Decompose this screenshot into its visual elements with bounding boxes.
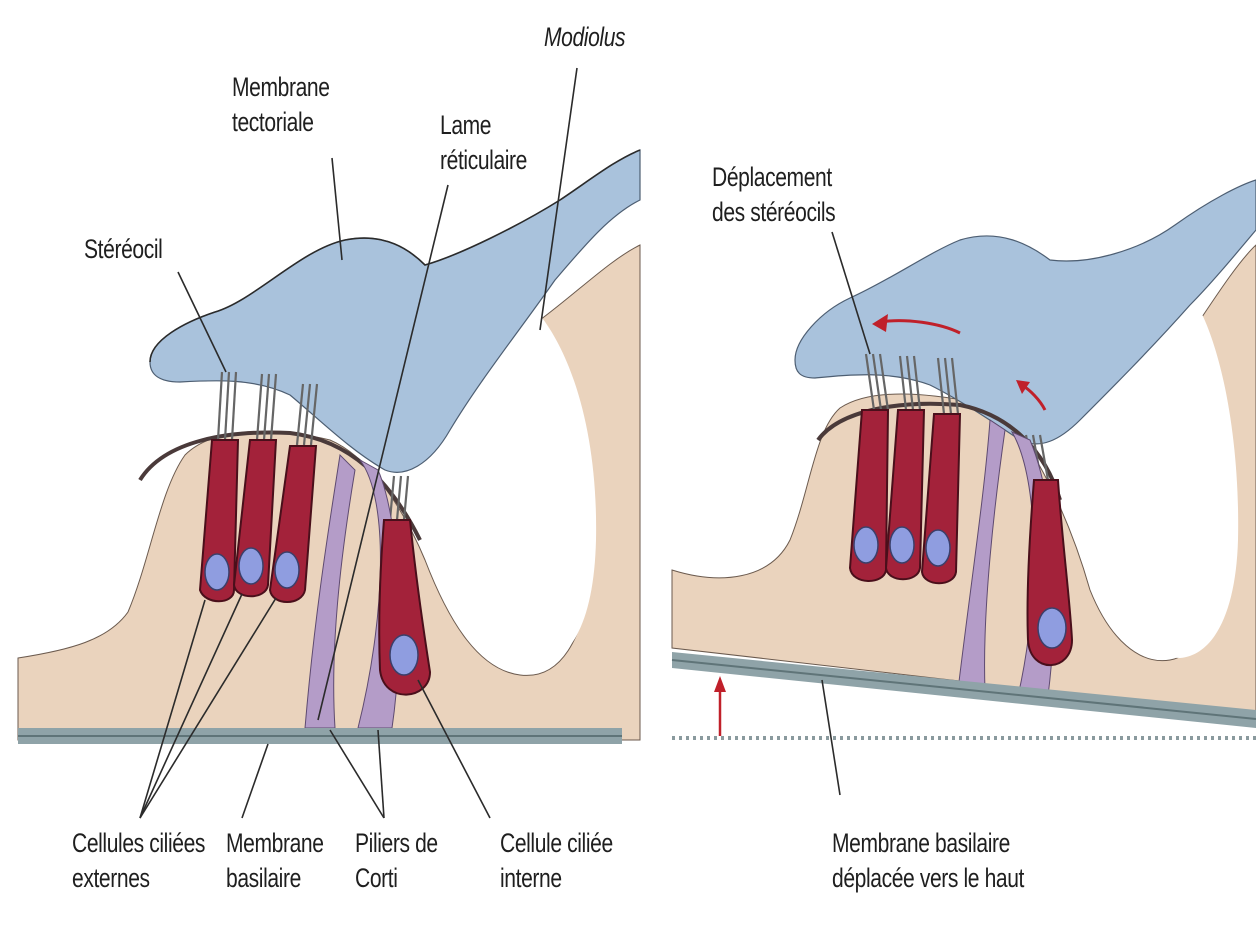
label-outer-cells-line2: externes (72, 861, 205, 896)
label-stereocil: Stéréocil (84, 232, 162, 267)
label-displacement-line1: Déplacement (712, 160, 835, 195)
label-tectorial-line2: tectoriale (232, 105, 330, 140)
label-basilar-moved-line1: Membrane basilaire (832, 826, 1024, 861)
label-displacement-line2: des stéréocils (712, 195, 835, 230)
label-lame-line1: Lame (440, 108, 527, 143)
label-lame-line2: réticulaire (440, 143, 527, 178)
label-corti-pillars: Piliers de Corti (355, 826, 438, 895)
label-basilar-line2: basilaire (226, 861, 324, 896)
left-outer-nuclei (205, 548, 299, 590)
label-basilar-membrane: Membrane basilaire (226, 826, 324, 895)
right-outer-nuclei (854, 527, 950, 566)
label-modiolus: Modiolus (544, 20, 625, 55)
label-inner-cell-line1: Cellule ciliée (500, 826, 613, 861)
label-reticular-lamina: Lame réticulaire (440, 108, 527, 177)
left-panel (18, 68, 640, 818)
right-inner-nucleus (1038, 608, 1066, 648)
label-outer-hair-cells: Cellules ciliées externes (72, 826, 205, 895)
left-inner-nucleus (390, 635, 418, 675)
label-inner-hair-cell: Cellule ciliée interne (500, 826, 613, 895)
label-basilar-moved-line2: déplacée vers le haut (832, 861, 1024, 896)
label-pillars-line2: Corti (355, 861, 438, 896)
right-panel (672, 180, 1256, 795)
label-outer-cells-line1: Cellules ciliées (72, 826, 205, 861)
label-stereocil-text: Stéréocil (84, 232, 162, 267)
label-tectorial-line1: Membrane (232, 70, 330, 105)
label-pillars-line1: Piliers de (355, 826, 438, 861)
label-tectorial-membrane: Membrane tectoriale (232, 70, 330, 139)
label-stereocilia-displacement: Déplacement des stéréocils (712, 160, 835, 229)
label-modiolus-text: Modiolus (544, 20, 625, 55)
label-basilar-moved-up: Membrane basilaire déplacée vers le haut (832, 826, 1024, 895)
label-basilar-line1: Membrane (226, 826, 324, 861)
label-inner-cell-line2: interne (500, 861, 613, 896)
